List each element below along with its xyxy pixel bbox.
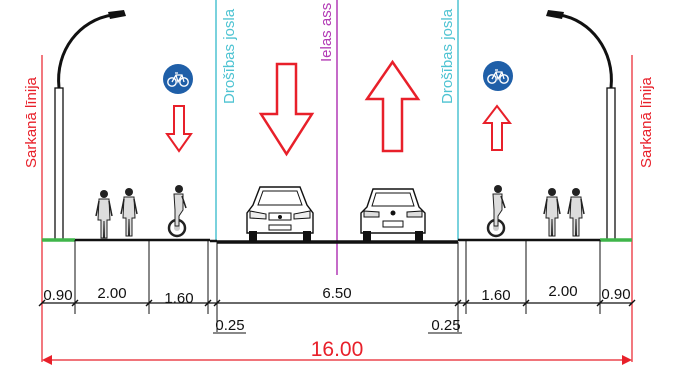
red-line-right-label: Sarkanā līnija	[638, 76, 655, 168]
bicycle-lane-sign-icon	[482, 60, 514, 92]
arrow-down-traffic-icon	[258, 62, 315, 157]
arrow-down-bike-icon	[165, 105, 193, 153]
safety-lane-right-label: Drošības josla	[439, 8, 456, 104]
pedestrian-icon	[120, 187, 138, 237]
pedestrian-icon	[543, 187, 561, 237]
dim-right-sidewalk: 2.00	[548, 283, 577, 300]
dim-left-green: 0.90	[43, 287, 72, 304]
dim-total: 16.00	[311, 338, 364, 361]
car-icon	[246, 186, 314, 242]
street-axis-label: Ielas ass	[318, 3, 335, 62]
dim-carriageway: 6.50	[322, 285, 351, 302]
dim-right-safety: 0.25	[431, 317, 460, 334]
cyclist-icon	[486, 183, 507, 238]
bicycle-lane-sign-icon	[162, 63, 194, 95]
pedestrian-icon	[95, 189, 113, 239]
cyclist-icon	[167, 183, 188, 238]
dim-left-bike: 1.60	[164, 290, 193, 307]
street-lamp-icon	[54, 10, 126, 241]
arrow-up-bike-icon	[481, 104, 513, 151]
dim-right-bike: 1.60	[481, 287, 510, 304]
red-line-left-label: Sarkanā līnija	[23, 76, 40, 168]
dim-right-green: 0.90	[601, 286, 630, 303]
arrow-up-traffic-icon	[364, 59, 421, 153]
dimension-labels: 0.90 2.00 1.60 6.50 1.60 2.00 0.90 0.25 …	[43, 283, 630, 334]
safety-lane-left-label: Drošības josla	[221, 8, 238, 104]
total-dimension: 16.00	[42, 338, 632, 365]
street-surface	[42, 238, 632, 244]
pedestrian-icon	[567, 187, 585, 237]
division-lines	[74, 240, 601, 332]
dimension-ticks	[38, 299, 636, 307]
dim-left-sidewalk: 2.00	[97, 285, 126, 302]
car-icon	[360, 188, 426, 242]
dim-left-safety: 0.25	[215, 317, 244, 334]
